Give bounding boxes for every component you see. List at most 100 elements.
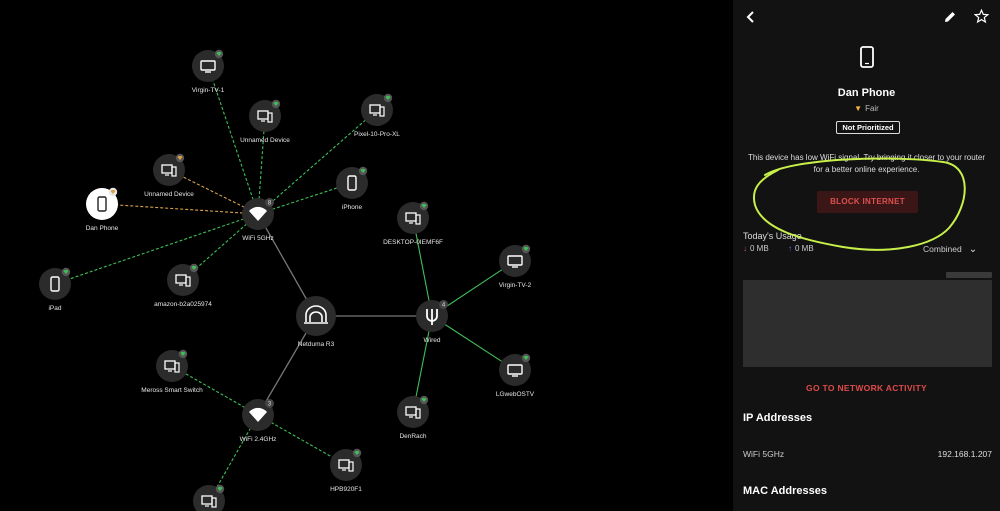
tv-icon <box>200 60 216 73</box>
upload-value: 0 MB <box>795 244 814 253</box>
pc-icon <box>338 459 354 472</box>
device-node-unnamed2[interactable]: Unnamed Device <box>144 153 194 198</box>
phone-icon <box>50 276 60 292</box>
tv-icon <box>507 255 523 268</box>
wifi-status-badge <box>214 49 224 59</box>
wifi-icon <box>249 407 267 422</box>
link-wifi5-iphone <box>257 182 353 215</box>
pc-icon <box>161 164 177 177</box>
ip-addresses-heading: IP Addresses <box>743 412 813 424</box>
favorite-button[interactable] <box>973 8 990 28</box>
device-node-denrach[interactable]: DenRach <box>397 395 429 440</box>
device-node-virgin_tv2[interactable]: Virgin-TV-2 <box>499 244 532 289</box>
device-label: iPad <box>48 305 61 312</box>
device-name: Dan Phone <box>837 87 896 99</box>
wifi-status-badge <box>189 263 199 273</box>
phone-icon <box>97 196 107 212</box>
chevron-down-icon: ⌄ <box>968 244 978 255</box>
pc-icon <box>164 360 180 373</box>
mac-addresses-heading: MAC Addresses <box>743 485 827 497</box>
device-node-lgweb[interactable]: LGwebOSTV <box>496 353 535 398</box>
edit-button[interactable] <box>943 10 957 28</box>
wifi-status-badge <box>352 448 362 458</box>
link-wifi5-unnamed2 <box>168 169 259 215</box>
device-node-danphone[interactable]: Dan Phone <box>86 187 119 232</box>
signal-advice-text: This device has low WiFi signal. Try bri… <box>748 153 985 174</box>
chart-legend <box>946 272 992 278</box>
highlight-annotation <box>753 157 966 251</box>
wifi-status-badge <box>358 166 368 176</box>
ip-connection-label: WiFi 5GHz <box>743 449 785 459</box>
device-node-hpb[interactable]: HPB920F1 <box>330 448 362 493</box>
device-label: Virgin-TV-1 <box>192 87 225 94</box>
device-node-bottom[interactable] <box>193 484 225 511</box>
device-label: Meross Smart Switch <box>141 387 203 394</box>
wifi-status-badge <box>271 99 281 109</box>
download-usage: ↓0 MB <box>743 244 769 253</box>
device-node-amazon[interactable]: amazon-b2a025974 <box>154 263 212 308</box>
link-wifi5-unnamed1 <box>257 115 266 215</box>
link-wired-lgweb <box>431 315 516 371</box>
hub-label: WiFi 2.4GHz <box>240 436 277 443</box>
hub-label: Wired <box>424 337 441 344</box>
link-wired-desktop <box>412 217 433 317</box>
hub-router[interactable]: Netduma R3 <box>296 296 336 348</box>
upload-usage: ↑0 MB <box>788 244 814 253</box>
wifi-status-badge <box>61 267 71 277</box>
pc-icon <box>257 110 273 123</box>
device-node-meross[interactable]: Meross Smart Switch <box>141 349 203 394</box>
pc-icon <box>201 495 217 508</box>
device-label: iPhone <box>342 204 363 211</box>
wifi-status-badge <box>383 93 393 103</box>
chevron-left-icon <box>746 11 754 23</box>
wired-icon <box>426 309 438 325</box>
device-node-ipad[interactable]: iPad <box>39 267 71 312</box>
device-label: Unnamed Device <box>240 137 290 144</box>
pc-icon <box>369 104 385 117</box>
back-button[interactable] <box>745 10 757 28</box>
usage-mode-select[interactable]: Combined ⌄ <box>923 244 977 255</box>
wifi-status-badge <box>419 201 429 211</box>
hub-label: Netduma R3 <box>298 341 335 348</box>
router-icon <box>304 305 328 324</box>
device-node-desktop[interactable]: DESKTOP-0IEMF6F <box>383 201 443 246</box>
device-node-pixel[interactable]: Pixel-10-Pro-XL <box>354 93 400 138</box>
star-icon <box>973 8 990 24</box>
device-label: Unnamed Device <box>144 191 194 198</box>
wifi-status-badge <box>175 153 185 163</box>
device-node-iphone[interactable]: iPhone <box>336 166 368 211</box>
pencil-icon <box>945 12 955 22</box>
pc-icon <box>405 406 421 419</box>
link-wifi5-ipad <box>54 213 259 285</box>
usage-mode-label: Combined <box>923 244 962 254</box>
hub-count: 4 <box>442 302 446 308</box>
arrow-up-icon: ↑ <box>788 244 792 253</box>
wifi-status-badge <box>178 349 188 359</box>
hub-count: 8 <box>268 200 272 206</box>
usage-title: Today's Usage <box>743 231 802 241</box>
device-label: DESKTOP-0IEMF6F <box>383 239 443 246</box>
device-label: amazon-b2a025974 <box>154 301 212 308</box>
download-value: 0 MB <box>750 244 769 253</box>
phone-icon <box>860 46 874 68</box>
network-activity-link[interactable]: GO TO NETWORK ACTIVITY <box>806 383 927 393</box>
wifi-status-badge <box>215 484 225 494</box>
wifi-status-badge <box>521 353 531 363</box>
wifi-signal-icon: ▼ <box>854 104 863 113</box>
wifi-status-badge <box>108 187 118 197</box>
hub-label: WiFi 5GHz <box>242 235 273 242</box>
device-node-unnamed1[interactable]: Unnamed Device <box>240 99 290 144</box>
pc-icon <box>405 212 421 225</box>
device-icon <box>859 46 875 73</box>
link-wifi24-meross <box>171 365 259 416</box>
hub-count: 3 <box>268 401 272 407</box>
device-node-virgin_tv1[interactable]: Virgin-TV-1 <box>192 49 225 94</box>
phone-icon <box>347 175 357 191</box>
wifi-icon <box>249 206 267 221</box>
wifi-status-badge <box>521 244 531 254</box>
block-internet-button[interactable]: BLOCK INTERNET <box>817 191 918 213</box>
link-wifi5-virgin_tv1 <box>207 65 259 215</box>
link-wifi5-danphone <box>101 203 259 215</box>
signal-quality: ▼Fair <box>733 104 1000 113</box>
